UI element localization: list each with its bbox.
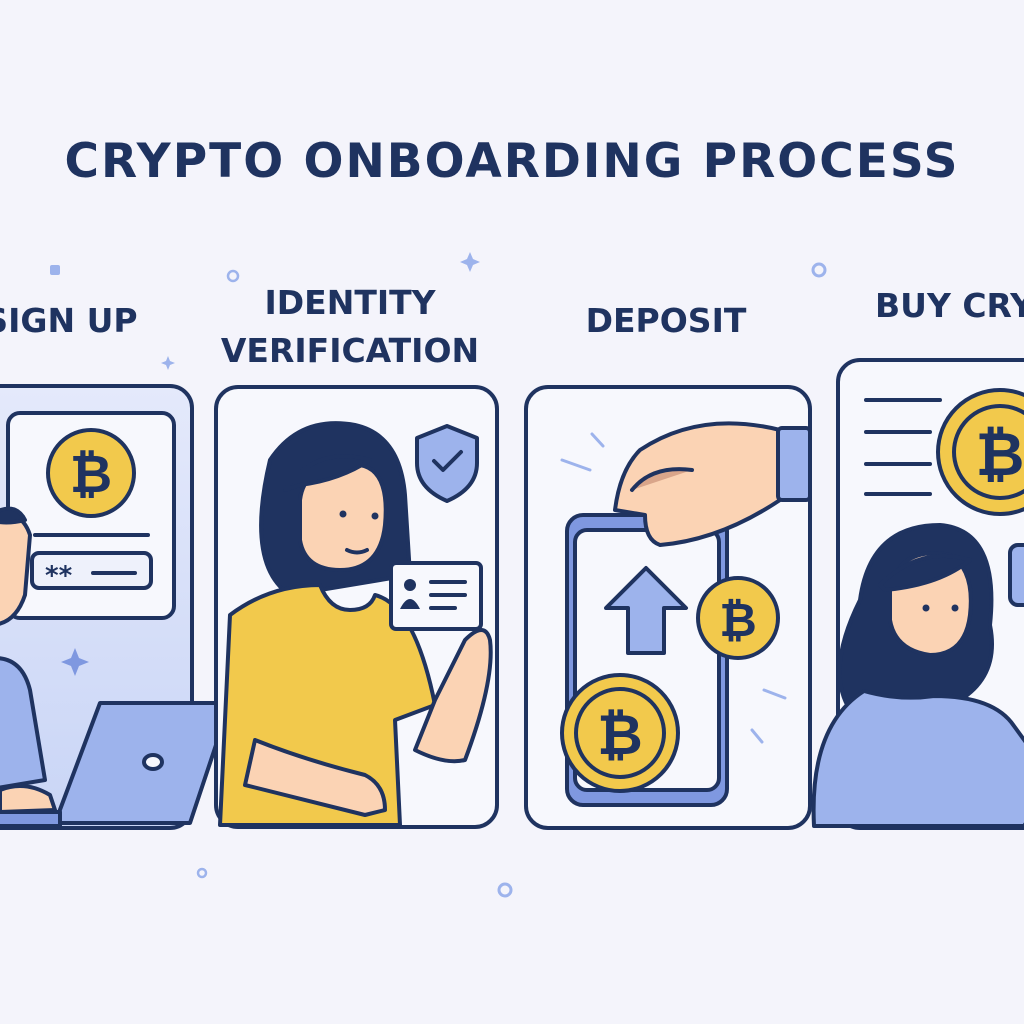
svg-text:₿: ₿ (70, 445, 112, 505)
page-title: CRYPTO ONBOARDING PROCESS (65, 134, 960, 189)
step-label-identity-line1: IDENTITY (264, 283, 436, 322)
svg-text:₿: ₿ (976, 420, 1024, 490)
password-field (30, 551, 153, 590)
bitcoin-icon (936, 388, 1024, 516)
svg-text:₿: ₿ (719, 593, 757, 647)
sparkle-icon (61, 648, 89, 676)
svg-text:**: ** (45, 561, 73, 591)
bitcoin-icon (560, 673, 680, 793)
step-label-buy-crypto: BUY CRYPTO (875, 286, 1024, 325)
panel-identity-verification (214, 385, 499, 829)
step-label-identity-line2: VERIFICATION (221, 331, 479, 370)
panel-sign-up: ₿ ** (0, 384, 232, 830)
bitcoin-icon (696, 576, 780, 660)
panel-buy-crypto: ₿ (811, 358, 1024, 830)
bitcoin-icon (46, 428, 136, 518)
hand-icon (613, 421, 782, 547)
panel-deposit: ₿ ₿ (524, 385, 812, 830)
decorative-sparkles (50, 252, 827, 898)
step-label-deposit: DEPOSIT (586, 301, 747, 340)
arrow-up-icon (604, 566, 688, 655)
svg-text:₿: ₿ (597, 703, 643, 768)
